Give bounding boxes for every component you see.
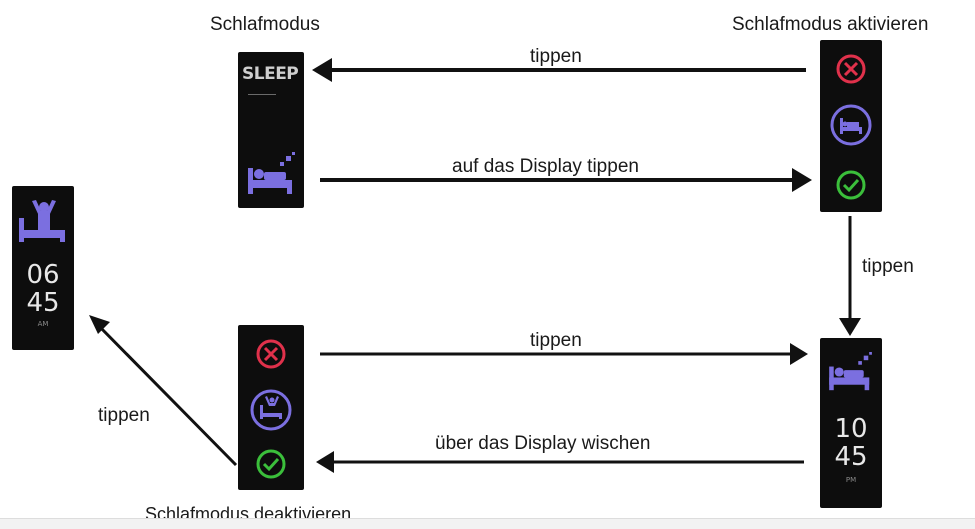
swipe-display-label: über das Display wischen bbox=[435, 433, 651, 454]
wake-hour: 06 bbox=[26, 260, 60, 290]
arrowhead-down bbox=[839, 318, 861, 336]
tap-middle-label: tippen bbox=[530, 330, 582, 351]
tap-display-label: auf das Display tippen bbox=[452, 156, 639, 177]
sleeping-minute: 45 bbox=[834, 442, 868, 472]
checkmark-icon[interactable] bbox=[254, 447, 288, 481]
sleep-mode-label: Schlafmodus bbox=[210, 14, 320, 35]
cancel-icon[interactable] bbox=[834, 52, 868, 86]
sleeping-ampm: PM bbox=[845, 476, 857, 484]
activate-sleep-mode-label: Schlafmodus aktivieren bbox=[732, 14, 929, 35]
tap-right-label: tippen bbox=[862, 256, 914, 277]
tap-left-label: tippen bbox=[98, 405, 150, 426]
arrowhead-diagonal bbox=[89, 315, 110, 334]
sleeping-screen: 10 45 PM bbox=[820, 338, 882, 508]
tap-top-label: tippen bbox=[530, 46, 582, 67]
sleep-title: SLEEP bbox=[242, 64, 299, 84]
wake-minute: 45 bbox=[26, 288, 60, 318]
bed-icon[interactable] bbox=[828, 102, 874, 148]
wake-up-icon bbox=[19, 200, 65, 242]
activate-screen bbox=[820, 40, 882, 212]
deactivate-screen bbox=[238, 325, 304, 490]
wake-ampm: AM bbox=[37, 320, 49, 328]
checkmark-icon[interactable] bbox=[834, 168, 868, 202]
wake-up-icon[interactable] bbox=[248, 387, 294, 433]
arrowhead-right-display bbox=[792, 168, 812, 192]
arrowhead-left-swipe bbox=[316, 451, 334, 473]
sleeping-hour: 10 bbox=[834, 414, 868, 444]
bed-icon bbox=[829, 352, 872, 391]
bottom-strip bbox=[0, 518, 975, 529]
bed-icon bbox=[248, 152, 295, 194]
sleep-mode-screen: SLEEP bbox=[238, 52, 304, 208]
arrowhead-left-top bbox=[312, 58, 332, 82]
cancel-icon[interactable] bbox=[254, 337, 288, 371]
arrowhead-right-middle bbox=[790, 343, 808, 365]
arrow-tap-diagonal bbox=[94, 321, 238, 467]
sleep-divider bbox=[248, 94, 276, 95]
wake-screen: 06 45 AM bbox=[12, 186, 74, 350]
